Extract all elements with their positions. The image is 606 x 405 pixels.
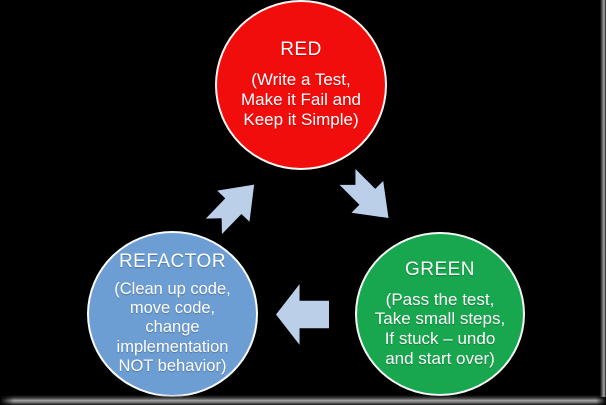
node-green-body: (Pass the test, Take small steps, If stu…: [374, 289, 506, 368]
node-red-body: (Write a Test, Make it Fail and Keep it …: [241, 70, 361, 129]
arrow-green-to-refactor-icon: [276, 284, 329, 345]
node-refactor: REFACTOR (Clean up code, move code, chan…: [87, 231, 258, 397]
arrow-red-to-green-icon: [339, 169, 389, 219]
node-red-title: RED: [280, 39, 322, 61]
node-refactor-title: REFACTOR: [118, 251, 227, 273]
node-red: RED (Write a Test, Make it Fail and Keep…: [215, 0, 387, 170]
arrow-refactor-to-red-shape: [205, 184, 255, 235]
arrow-green-to-refactor-shape: [276, 284, 329, 345]
bottom-shadow-edge: [0, 395, 606, 405]
node-green-title: GREEN: [404, 258, 476, 280]
arrow-refactor-to-red-icon: [205, 184, 255, 235]
right-shadow-edge: [600, 0, 606, 397]
node-green: GREEN (Pass the test, Take small steps, …: [355, 232, 525, 396]
arrow-red-to-green-shape: [339, 169, 389, 219]
node-refactor-body: (Clean up code, move code, change implem…: [114, 280, 231, 375]
